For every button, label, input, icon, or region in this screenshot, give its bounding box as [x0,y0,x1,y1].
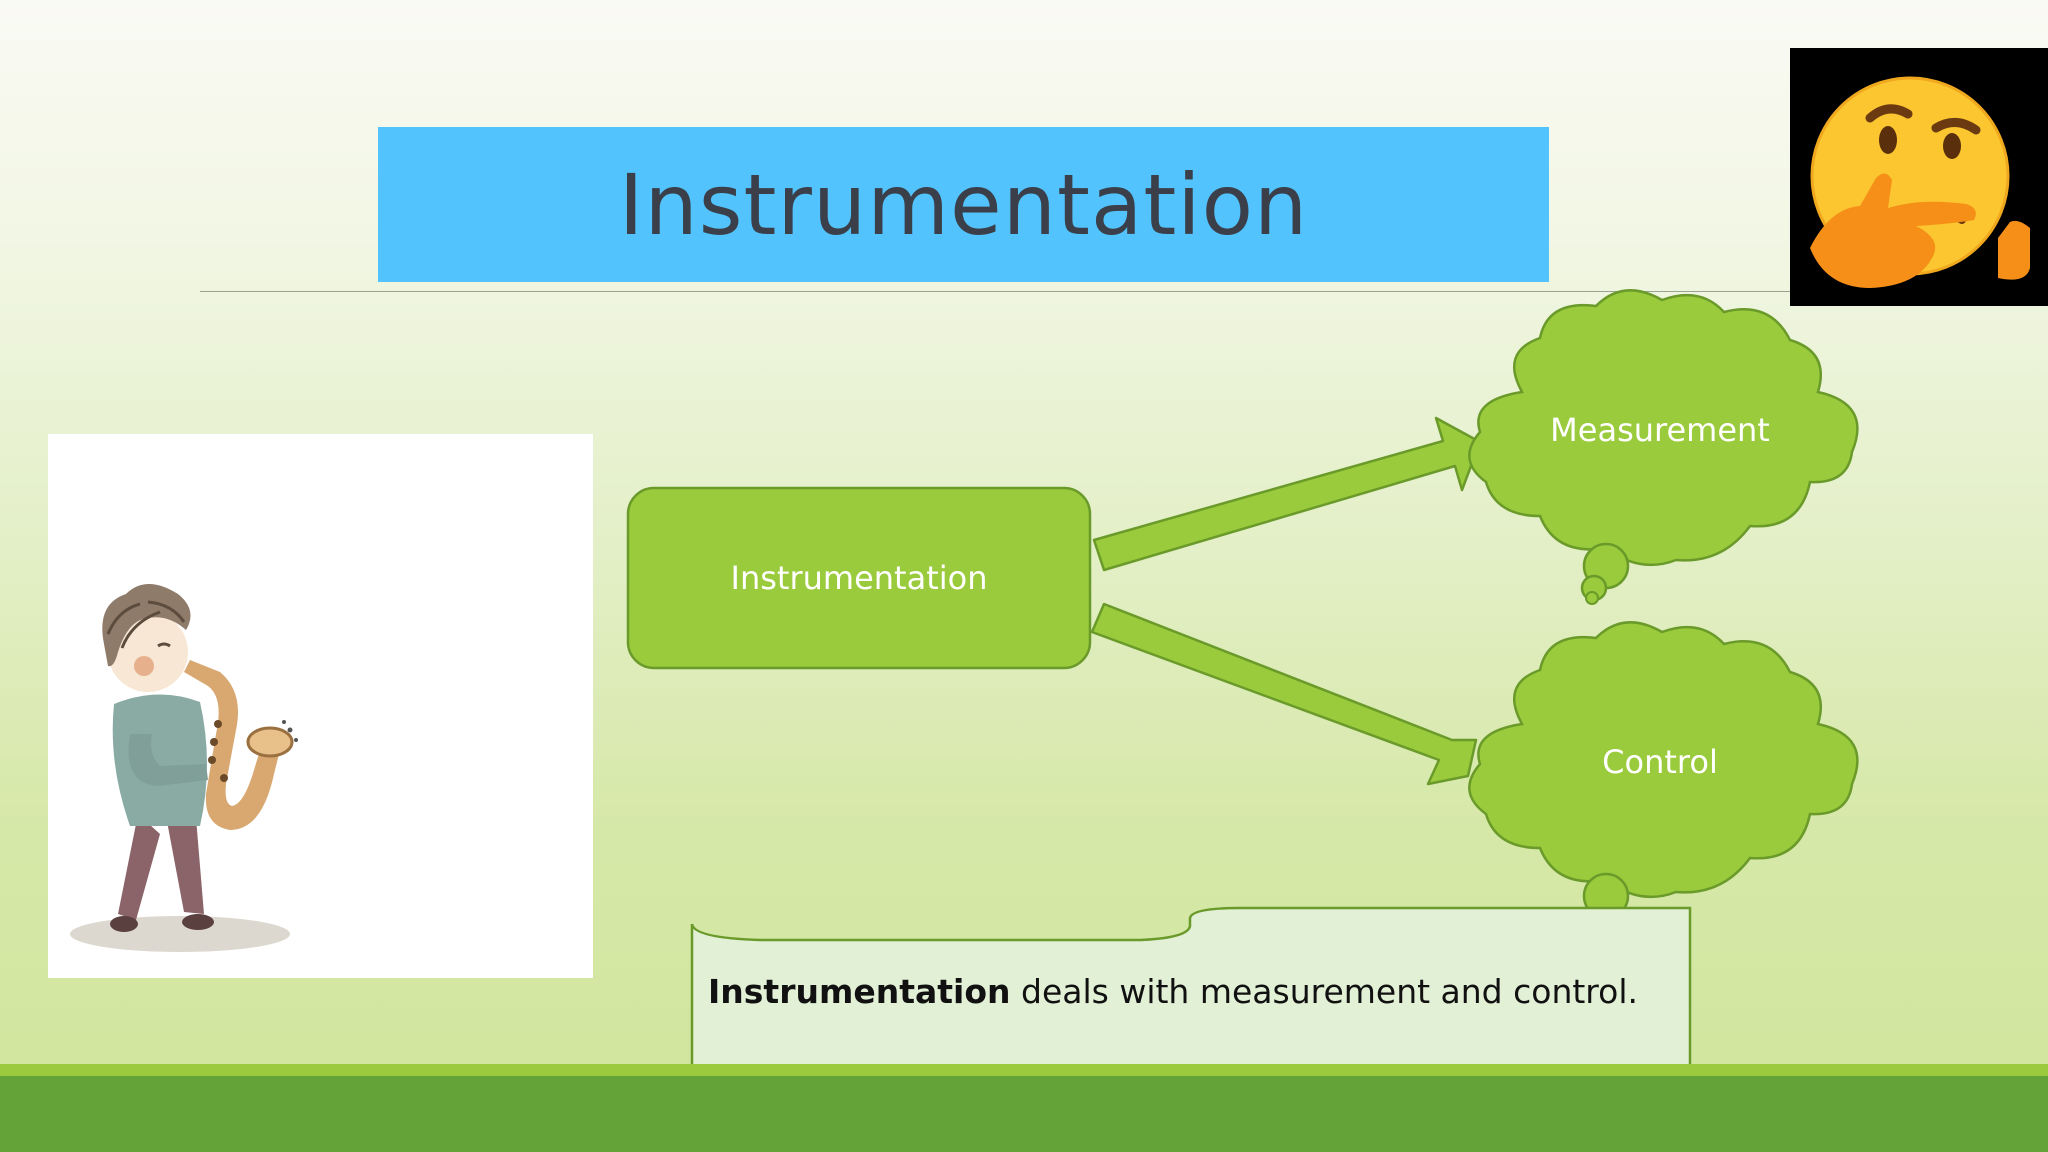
measurement-cloud [1468,289,1859,605]
thinking-face-icon [1790,48,2048,306]
node-label-control: Control [1602,743,1718,781]
caption-text: Instrumentation deals with measurement a… [708,972,1688,1022]
footer-accent [0,1064,2048,1076]
slide-title: Instrumentation [618,155,1309,254]
caption-bold: Instrumentation [708,972,1011,1011]
arrow-to-measurement [1092,416,1482,572]
instrumentation-node [626,486,1092,670]
title-banner: Instrumentation [378,127,1549,282]
arrow-to-control [1090,602,1478,786]
node-label-measurement: Measurement [1550,411,1770,449]
control-cloud [1468,621,1859,920]
node-label-instrumentation: Instrumentation [730,559,988,597]
caption-rest: deals with measurement and control. [1010,972,1638,1011]
title-divider [200,291,1790,292]
footer-band [0,1064,2048,1152]
saxophone-illustration [48,434,593,978]
